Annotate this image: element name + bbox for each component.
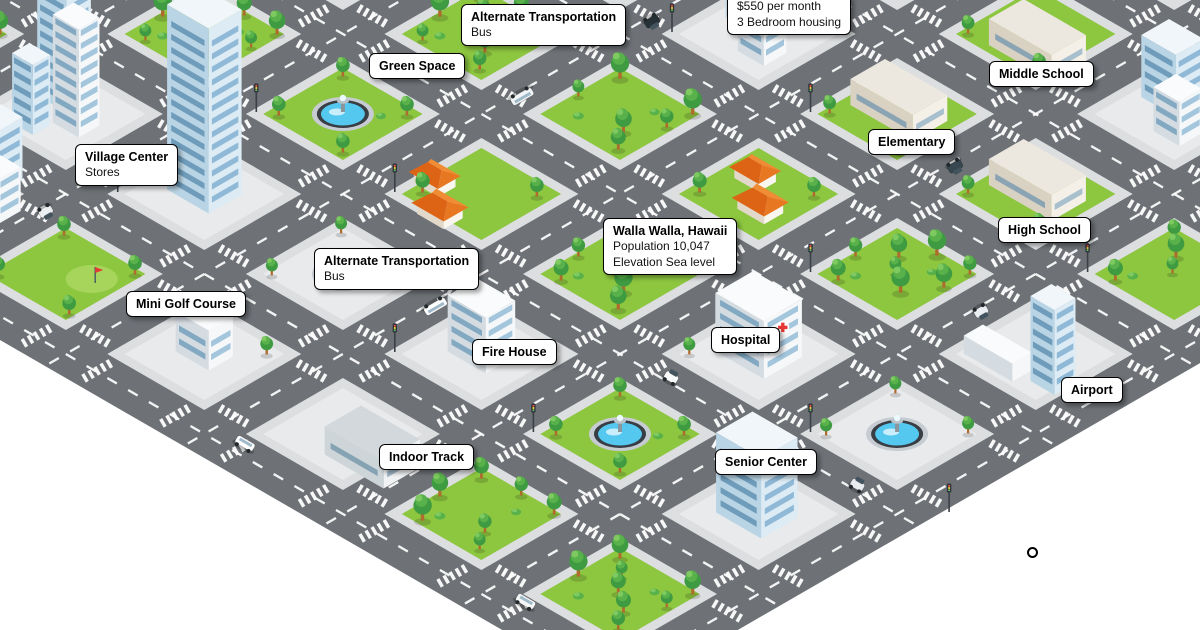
label-title: Fire House [482,345,547,359]
label-line: $550 per month [737,0,822,13]
label-title: Walla Walla, Hawaii [613,224,728,238]
label-fire-house[interactable]: Fire House [472,339,557,366]
label-title: Airport [1071,383,1113,397]
label-title: Green Space [379,59,456,73]
label-subtitle: Stores [85,165,120,180]
map-marker-dot[interactable] [1027,547,1038,558]
label-title: Elementary [878,135,946,149]
label-title: Middle School [999,67,1084,81]
label-title: Alternate Transportation [324,254,470,268]
label-elementary[interactable]: Elementary [868,129,956,156]
label-housing-cost[interactable]: $550 per month 3 Bedroom housing [727,0,852,36]
label-hospital[interactable]: Hospital [711,327,781,354]
label-title: Village Center [85,150,169,164]
label-high-school[interactable]: High School [998,217,1091,244]
label-middle-school[interactable]: Middle School [989,61,1094,88]
label-title: Mini Golf Course [136,297,236,311]
label-village-center[interactable]: Village Center Stores [75,144,179,186]
label-title: Hospital [721,333,771,347]
label-line: Elevation Sea level [613,254,716,269]
label-alternate-transportation-top[interactable]: Alternate Transportation Bus [461,4,627,46]
label-title: Senior Center [725,455,807,469]
label-title: Alternate Transportation [471,10,617,24]
label-city-info[interactable]: Walla Walla, Hawaii Population 10,047 El… [603,218,738,276]
label-senior-center[interactable]: Senior Center [715,449,817,476]
label-mini-golf-course[interactable]: Mini Golf Course [126,291,246,318]
label-line: 3 Bedroom housing [737,14,842,29]
label-green-space[interactable]: Green Space [369,53,466,80]
label-line: Population 10,047 [613,239,710,254]
label-indoor-track[interactable]: Indoor Track [379,444,475,471]
label-subtitle: Bus [471,25,492,40]
label-title: High School [1008,223,1081,237]
label-subtitle: Bus [324,269,345,284]
label-title: Indoor Track [389,450,465,464]
label-alternate-transportation[interactable]: Alternate Transportation Bus [314,248,480,290]
label-airport[interactable]: Airport [1061,377,1123,404]
